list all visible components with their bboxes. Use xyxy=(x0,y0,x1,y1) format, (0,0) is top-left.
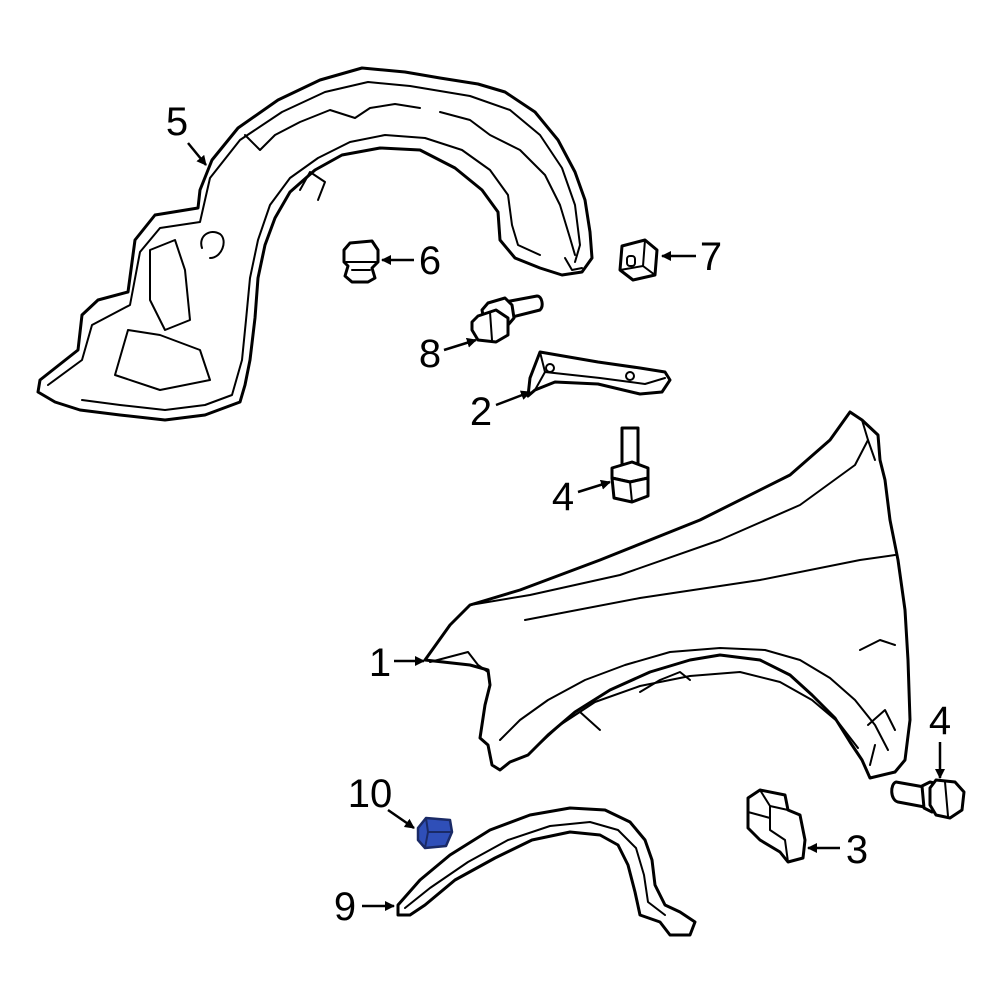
callout-5: 5 xyxy=(166,100,188,144)
clip-nut-7[interactable] xyxy=(618,238,659,282)
callout-1: 1 xyxy=(369,641,391,685)
callout-8: 8 xyxy=(419,332,441,376)
clip-10[interactable] xyxy=(416,816,454,850)
clip-3[interactable] xyxy=(746,788,807,864)
arrow-5 xyxy=(187,142,207,166)
callout-4-top: 4 xyxy=(552,475,574,519)
fender[interactable] xyxy=(423,410,912,780)
bolt-4-top[interactable] xyxy=(610,426,650,504)
callout-10: 10 xyxy=(348,772,393,816)
bolt-8[interactable] xyxy=(470,294,544,344)
fender-liner[interactable] xyxy=(36,66,594,422)
arrow-10 xyxy=(387,808,415,830)
callout-arrows xyxy=(187,142,945,911)
arrow-2 xyxy=(495,390,531,407)
bracket-2[interactable] xyxy=(526,350,672,398)
callout-4-right: 4 xyxy=(929,699,951,743)
arrow-8 xyxy=(443,337,477,352)
callout-9: 9 xyxy=(334,885,356,929)
callout-3: 3 xyxy=(846,828,868,872)
arrow-4-top xyxy=(577,479,611,494)
callout-6: 6 xyxy=(419,239,441,283)
callout-labels: 5 6 7 8 2 4 1 4 3 10 9 xyxy=(166,100,951,929)
clip-6[interactable] xyxy=(342,239,380,284)
callout-7: 7 xyxy=(700,235,722,279)
callout-2: 2 xyxy=(470,390,492,434)
wheel-arch-molding[interactable] xyxy=(396,806,697,937)
bolt-4-right[interactable] xyxy=(890,778,966,820)
